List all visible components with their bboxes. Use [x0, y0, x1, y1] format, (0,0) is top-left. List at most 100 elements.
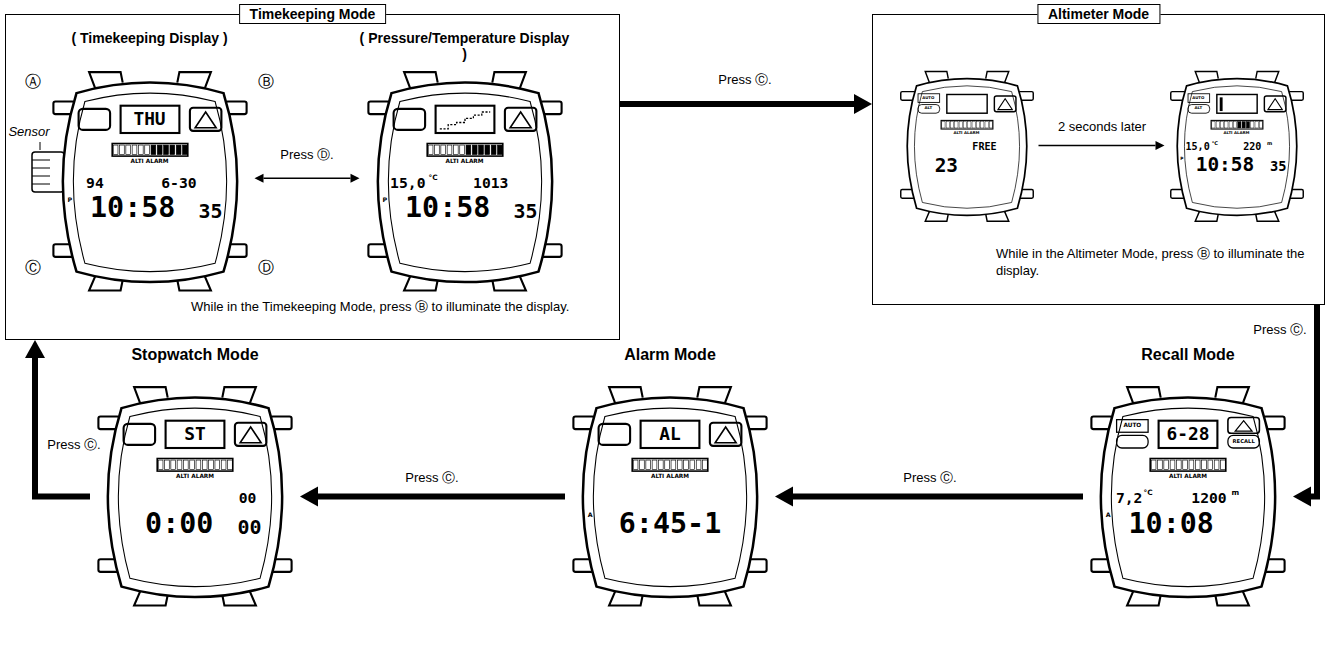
lcd-text: RECALL — [1233, 439, 1255, 444]
bar-segment — [132, 145, 137, 154]
alti-alarm-bar — [112, 143, 188, 156]
arrow-line — [1039, 145, 1156, 147]
bar-segment — [1176, 460, 1181, 469]
bar-segment — [125, 145, 130, 154]
bar-segment — [1208, 460, 1213, 469]
arrow-line — [1311, 305, 1317, 496]
bar-segment — [976, 121, 979, 127]
mountain-icon — [235, 423, 267, 446]
lcd-text: ALTI ALARM — [1223, 131, 1249, 135]
bar-segment — [158, 460, 163, 469]
mode-icon — [599, 424, 631, 445]
bar-segment — [190, 460, 195, 469]
lcd-text: ALTI ALARM — [445, 159, 483, 165]
auto-icon — [918, 93, 940, 102]
lcd-text: 35 — [513, 202, 537, 222]
arrow-head — [1293, 486, 1311, 506]
upper-lcd — [1216, 94, 1256, 113]
bar-segment — [138, 145, 143, 154]
button-label: Ⓑ — [256, 72, 276, 91]
lcd-text: °C — [1212, 141, 1218, 146]
lcd-text: ALTI ALARM — [130, 159, 168, 165]
watch-display: AUTOALTALTI ALARMFREE23 — [895, 70, 1039, 222]
bar-segment — [946, 121, 949, 127]
bar-segment — [428, 145, 433, 154]
alti-alarm-bar — [157, 459, 233, 472]
lcd-text: ST — [184, 425, 206, 443]
lcd-text: FREE — [972, 142, 996, 152]
upper-lcd — [435, 105, 494, 132]
pressure-graph — [439, 112, 489, 129]
lcd-text: AL — [659, 425, 681, 443]
lcd-text: 00 — [239, 491, 257, 506]
mountain-symbol — [195, 112, 216, 128]
mountain-icon — [504, 107, 536, 130]
watch-bezel — [73, 93, 226, 271]
display-heading: Recall Mode — [1083, 345, 1293, 364]
display-heading: Alarm Mode — [565, 345, 775, 364]
alti-alarm-bar — [632, 459, 708, 472]
bar-segment — [959, 121, 962, 127]
leader-line — [40, 142, 41, 150]
arrow-head — [775, 486, 793, 506]
bar-segment — [1237, 121, 1240, 127]
watch-bezel — [1111, 408, 1264, 586]
bar-segment — [202, 460, 207, 469]
lcd-text: A — [1106, 512, 1111, 518]
lcd-text: 23 — [935, 156, 958, 175]
bar-segment — [221, 460, 226, 469]
watch-case — [1101, 398, 1275, 597]
mountain-symbol — [240, 427, 261, 443]
bar-segment — [690, 460, 695, 469]
edge-label: Press Ⓓ. — [278, 147, 335, 163]
watch-display: Alarm ModeALALTI ALARMA6:45-1 — [565, 345, 775, 606]
mountain-symbol — [1235, 421, 1252, 432]
mode-title: Timekeeping Mode — [239, 4, 387, 24]
bar-segment — [652, 460, 657, 469]
mode-arrow — [775, 486, 1083, 506]
mode-arrow — [300, 486, 565, 506]
bar-segment — [215, 460, 220, 469]
lcd-text: P — [67, 197, 72, 203]
bar-segment — [985, 121, 988, 127]
arrow-head — [300, 486, 318, 506]
bar-segment — [1221, 460, 1226, 469]
alt-icon — [918, 104, 940, 113]
watch-display: ( Timekeeping Display )THUALTI ALARM946-… — [45, 30, 255, 291]
auto-icon — [1117, 420, 1149, 433]
bar-segment — [144, 145, 149, 154]
watch-display: Recall ModeAUTORECALL6-28ALTI ALARM7,2°C… — [1083, 345, 1293, 606]
button-label: Ⓐ — [23, 72, 43, 91]
edge-label: Press Ⓒ. — [901, 470, 958, 486]
bar-segment — [1170, 460, 1175, 469]
button-label: Ⓓ — [256, 258, 276, 277]
bar-segment — [228, 460, 233, 469]
part-label: Sensor — [6, 124, 51, 140]
lcd-text: AUTO — [1123, 423, 1141, 429]
bar-segment — [472, 145, 477, 154]
bar-segment — [169, 145, 174, 154]
alt-icon — [1117, 435, 1149, 448]
mode-arrow — [1039, 141, 1165, 150]
bar-segment — [1151, 460, 1156, 469]
bar-segment — [1214, 460, 1219, 469]
lcd-text: ALTI ALARM — [953, 131, 979, 135]
bar-segment — [963, 121, 966, 127]
lcd-text: 1200 — [1191, 491, 1226, 506]
bar-segment — [1158, 460, 1163, 469]
bar-segment — [1211, 121, 1214, 127]
bar-segment — [453, 145, 458, 154]
mode-note: While in the Altimeter Mode, press Ⓑ to … — [996, 246, 1316, 280]
upper-lcd — [120, 105, 179, 132]
bar-segment — [484, 145, 489, 154]
bar-segment — [119, 145, 124, 154]
bar-segment — [157, 145, 162, 154]
edge-label: 2 seconds later — [1056, 119, 1148, 135]
bar-segment — [1242, 121, 1245, 127]
arrow-head — [255, 174, 264, 183]
bar-segment — [980, 121, 983, 127]
watch-outline — [895, 70, 1039, 222]
bar-segment — [163, 145, 168, 154]
lcd-text: ALT — [1195, 106, 1203, 110]
bar-segment — [1224, 121, 1227, 127]
